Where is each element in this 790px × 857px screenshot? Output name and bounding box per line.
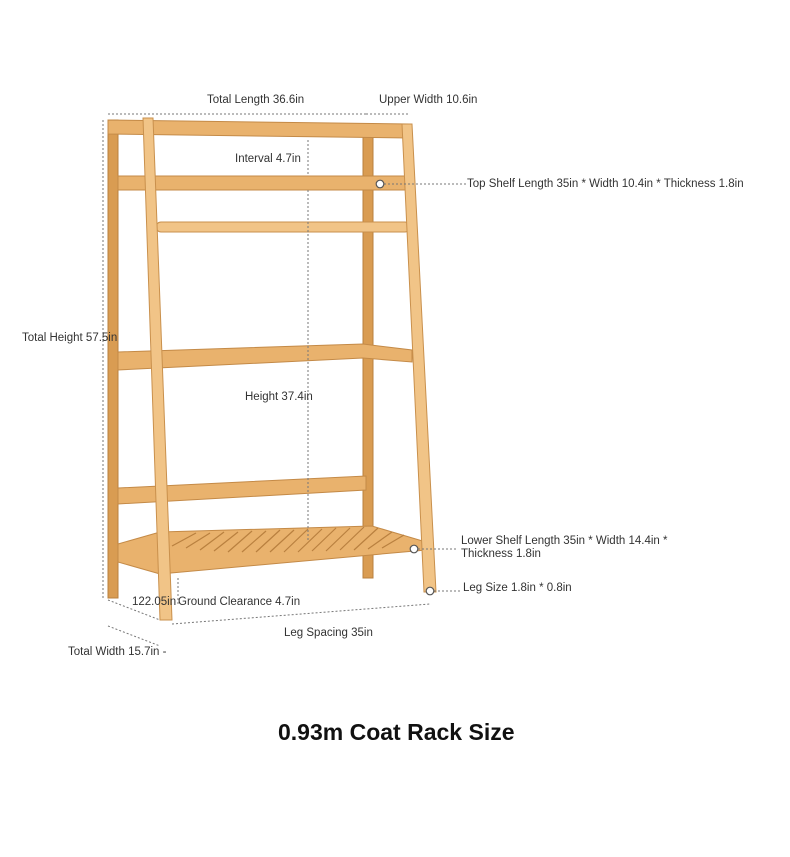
coat-rack-drawing <box>107 117 437 621</box>
lower-shelf-marker-dot <box>409 544 419 554</box>
total-width-label: Total Width 15.7in - <box>68 646 167 658</box>
leg-size-marker-dot <box>425 586 435 596</box>
lower-shelf-label-line1: Lower Shelf Length 35in * Width 14.4in * <box>461 535 668 547</box>
side-depth-label: 122.05in <box>132 596 176 608</box>
front-left-leg <box>142 117 173 621</box>
top-shelf <box>117 175 410 191</box>
top-shelf-label: Top Shelf Length 35in * Width 10.4in * T… <box>467 178 744 190</box>
leg-spacing-label: Leg Spacing 35in <box>284 627 373 639</box>
lower-back-rail <box>117 475 367 505</box>
front-right-leg <box>401 123 437 593</box>
upper-width-label: Upper Width 10.6in <box>379 94 477 106</box>
back-left-post <box>107 119 119 599</box>
product-size-caption: 0.93m Coat Rack Size <box>278 719 515 745</box>
dimension-lines <box>102 113 466 647</box>
top-shelf-marker-dot <box>375 179 385 189</box>
leg-size-label: Leg Size 1.8in * 0.8in <box>463 582 572 594</box>
hanging-rod <box>155 221 411 233</box>
middle-shelf <box>117 343 413 371</box>
total-height-label: Total Height 57.5in <box>22 332 117 344</box>
interval-label: Interval 4.7in <box>235 153 301 165</box>
total-length-label: Total Length 36.6in <box>207 94 304 106</box>
lower-shelf-slats <box>171 526 405 553</box>
ground-clearance-label: Ground Clearance 4.7in <box>178 596 300 608</box>
lower-shelf-label-line2: Thickness 1.8in <box>461 548 541 560</box>
height-label: Height 37.4in <box>245 391 313 403</box>
